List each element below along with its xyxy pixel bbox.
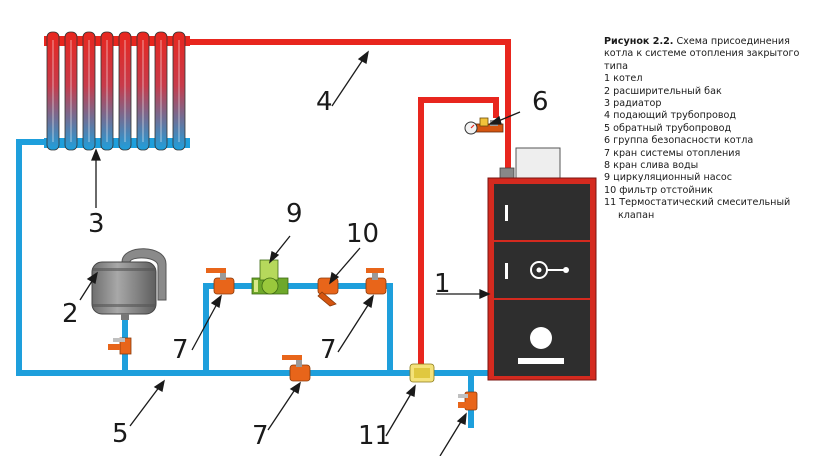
callout-filter: 10 xyxy=(346,219,379,249)
callout-mixing-valve: 11 xyxy=(358,421,391,451)
legend-item: 1 котел xyxy=(604,73,643,85)
legend-item: 3 радиатор xyxy=(604,98,662,110)
boiler xyxy=(487,147,597,381)
valve-bottom xyxy=(282,355,311,382)
callout-valve-right: 7 xyxy=(320,335,337,365)
callout-boiler: 1 xyxy=(434,269,451,299)
callout-numbers: 1 2 3 4 5 6 7 7 7 9 10 11 xyxy=(62,87,549,451)
leader-lines xyxy=(79,50,521,456)
drain-valve-boiler xyxy=(458,391,478,411)
circulation-pump xyxy=(251,259,289,295)
radiator xyxy=(44,31,190,151)
callout-valve-bottom: 7 xyxy=(252,421,269,451)
legend-item: 6 группа безопасности котла xyxy=(604,135,754,147)
filter xyxy=(317,277,339,307)
legend-item: 4 подающий трубопровод xyxy=(604,110,736,122)
figure-title: Рисунок 2.2. Схема присоединения котла к… xyxy=(604,36,818,73)
callout-radiator: 3 xyxy=(88,209,105,239)
supply-pipe xyxy=(190,39,511,370)
drain-valve-tank xyxy=(108,337,132,355)
expansion-tank xyxy=(91,248,167,320)
callout-return: 5 xyxy=(112,419,129,449)
legend-item: 9 циркуляционный насос xyxy=(604,172,733,184)
callout-valve-left: 7 xyxy=(172,335,189,365)
valve-right xyxy=(365,268,387,295)
callout-supply: 4 xyxy=(316,87,333,117)
legend-item: 11 Термостатический смесительный клапан xyxy=(604,197,791,221)
figure-caption: Рисунок 2.2. Схема присоединения котла к… xyxy=(604,36,818,222)
mixing-valve xyxy=(409,363,435,383)
callout-tank: 2 xyxy=(62,299,79,329)
legend-item: 8 кран слива воды xyxy=(604,160,699,172)
callout-pump: 9 xyxy=(286,199,303,229)
legend-list: 1 котел 2 расширительный бак 3 радиатор … xyxy=(604,73,818,222)
safety-group xyxy=(464,117,504,135)
callout-safety-group: 6 xyxy=(532,87,549,117)
legend-item: 5 обратный трубопровод xyxy=(604,122,732,134)
legend-item: 2 расширительный бак xyxy=(604,85,722,97)
figure-label: Рисунок 2.2. xyxy=(604,36,674,47)
legend-item: 7 кран системы отопления xyxy=(604,147,741,159)
figure-title-text: Схема присоединения котла к системе отоп… xyxy=(604,36,800,72)
valve-left xyxy=(206,268,235,295)
legend-item: 10 фильтр отстойник xyxy=(604,184,713,196)
